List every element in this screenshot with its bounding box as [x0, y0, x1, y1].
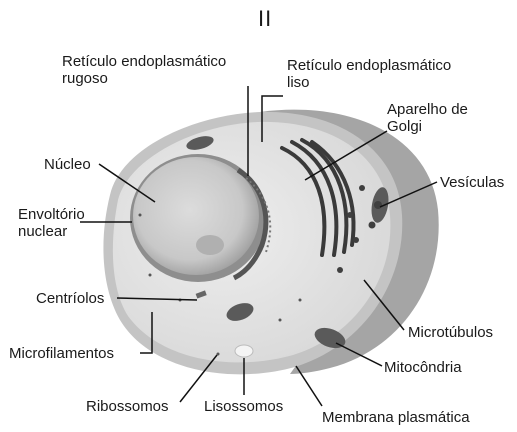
label-microfilaments: Microfilamentos — [9, 345, 114, 362]
label-centrioles: Centríolos — [36, 290, 104, 307]
label-microtubules: Microtúbulos — [408, 324, 493, 341]
label-golgi: Aparelho de Golgi — [387, 101, 468, 135]
label-plasma-membrane: Membrana plasmática — [322, 409, 470, 426]
label-smooth-er: Retículo endoplasmático liso — [287, 57, 451, 91]
label-nucleus: Núcleo — [44, 156, 91, 173]
label-nuclear-envelope: Envoltório nuclear — [18, 206, 85, 240]
label-rough-er: Retículo endoplasmático rugoso — [62, 53, 226, 87]
label-vesicles: Vesículas — [440, 174, 504, 191]
label-lysosomes: Lisossomos — [204, 398, 283, 415]
label-ribosomes: Ribossomos — [86, 398, 169, 415]
lysosome-shape — [235, 345, 253, 357]
label-mitochondria: Mitocôndria — [384, 359, 462, 376]
panel-label: II — [258, 6, 272, 32]
